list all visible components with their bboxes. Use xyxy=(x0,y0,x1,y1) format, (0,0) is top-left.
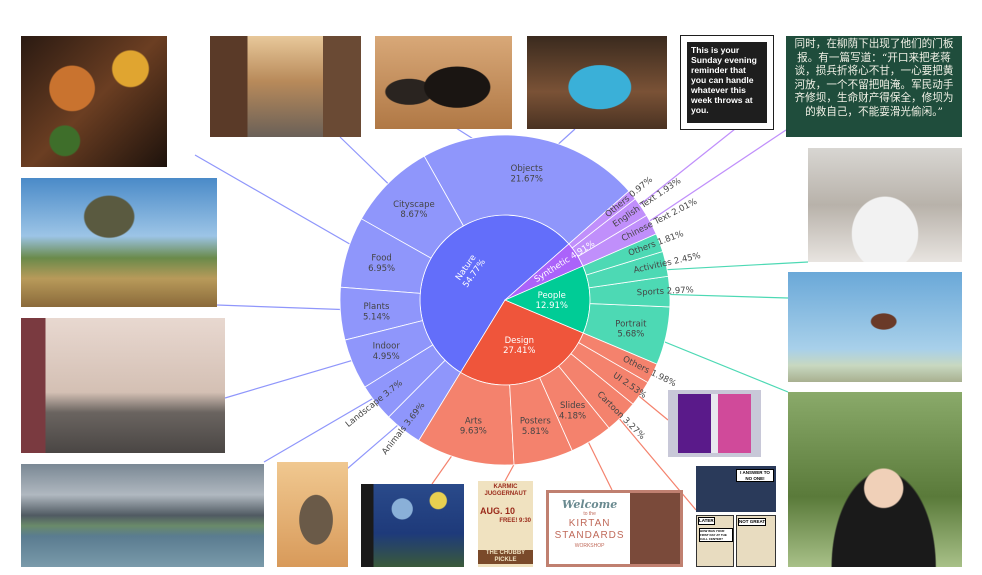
wedge-synthetic-english-text[interactable] xyxy=(571,198,648,257)
slide-kirtan: KIRTAN xyxy=(568,518,611,529)
wedge-people-others[interactable] xyxy=(582,233,664,276)
thumb-english-text: This is your Sunday evening reminder tha… xyxy=(680,35,774,130)
slide-to-the: to the xyxy=(583,511,596,517)
wedge-synthetic-others[interactable] xyxy=(568,190,636,249)
wedge-people-activities[interactable] xyxy=(585,250,669,289)
thumb-cartoon: I ANSWER TO NO ONE! LATER HOW WAS YOUR F… xyxy=(696,466,776,567)
slide-standards: STANDARDS xyxy=(554,530,625,541)
cartoon-bubble-1: I ANSWER TO NO ONE! xyxy=(736,469,774,482)
wedge-design-arts[interactable] xyxy=(418,371,515,466)
thumb-plants xyxy=(21,178,217,307)
thumb-landscape xyxy=(21,464,264,567)
poster-date: AUG. 10 xyxy=(480,506,516,516)
cartoon-later: LATER xyxy=(698,517,715,525)
wedge-design-cartoon[interactable] xyxy=(558,353,634,429)
thumb-slides: Welcome to the KIRTAN STANDARDS WORKSHOP xyxy=(546,490,683,567)
wedge-design-others[interactable] xyxy=(578,332,658,384)
sunburst-wedges xyxy=(339,134,671,466)
wedge-nature-animals[interactable] xyxy=(388,359,462,442)
wedge-synthetic-chinese-text[interactable] xyxy=(577,214,657,267)
poster-footer: THE CHUBBY PICKLE xyxy=(478,550,533,564)
wedge-nature-food[interactable] xyxy=(340,218,432,294)
wedge-design-ui[interactable] xyxy=(570,341,649,405)
thumb-animals xyxy=(277,462,348,567)
label-nature: Nature54.77% xyxy=(453,252,488,290)
thumb-objects-bags xyxy=(375,36,512,129)
wedge-people-sports[interactable] xyxy=(588,275,671,308)
thumb-arts xyxy=(361,484,464,567)
thumb-activities xyxy=(808,148,962,262)
thumb-chinese-text: 同时，在柳荫下出现了他们的门板报。有一篇写道：“开口来把老蒋谈，损兵折将心不甘，… xyxy=(786,36,962,137)
thumb-indoor xyxy=(21,318,225,453)
wedge-people-portrait[interactable] xyxy=(582,303,671,365)
label-people-sports: Sports 2.97% xyxy=(637,285,694,298)
thumb-ui xyxy=(668,390,761,457)
wedge-nature-landscape[interactable] xyxy=(364,344,446,418)
poster-free: FREE! 9:30 xyxy=(499,518,531,524)
cartoon-bubble-2: HOW WAS YOUR FIRST DAY AT THE CALL CENTE… xyxy=(699,528,733,542)
wedge-nature-plants[interactable] xyxy=(339,286,424,341)
thumb-objects-car xyxy=(527,36,667,129)
wedge-nature-objects[interactable] xyxy=(423,134,630,245)
cartoon-bubble-3: NOT GREAT xyxy=(738,518,767,526)
thumb-cityscape xyxy=(210,36,361,137)
wedge-nature-indoor[interactable] xyxy=(344,320,434,388)
wedge-design-slides[interactable] xyxy=(539,365,610,452)
slide-workshop: WORKSHOP xyxy=(574,543,605,549)
thumb-posters: KARMIC JUGGERNAUT AUG. 10 FREE! 9:30 THE… xyxy=(478,481,533,567)
poster-title: KARMIC JUGGERNAUT xyxy=(484,484,527,497)
wedge-design-posters[interactable] xyxy=(509,377,573,466)
thumb-sports xyxy=(788,272,962,382)
thumb-portrait xyxy=(788,392,962,567)
wedge-nature-cityscape[interactable] xyxy=(360,155,464,259)
thumb-food xyxy=(21,36,167,167)
slide-welcome: Welcome xyxy=(561,498,618,511)
